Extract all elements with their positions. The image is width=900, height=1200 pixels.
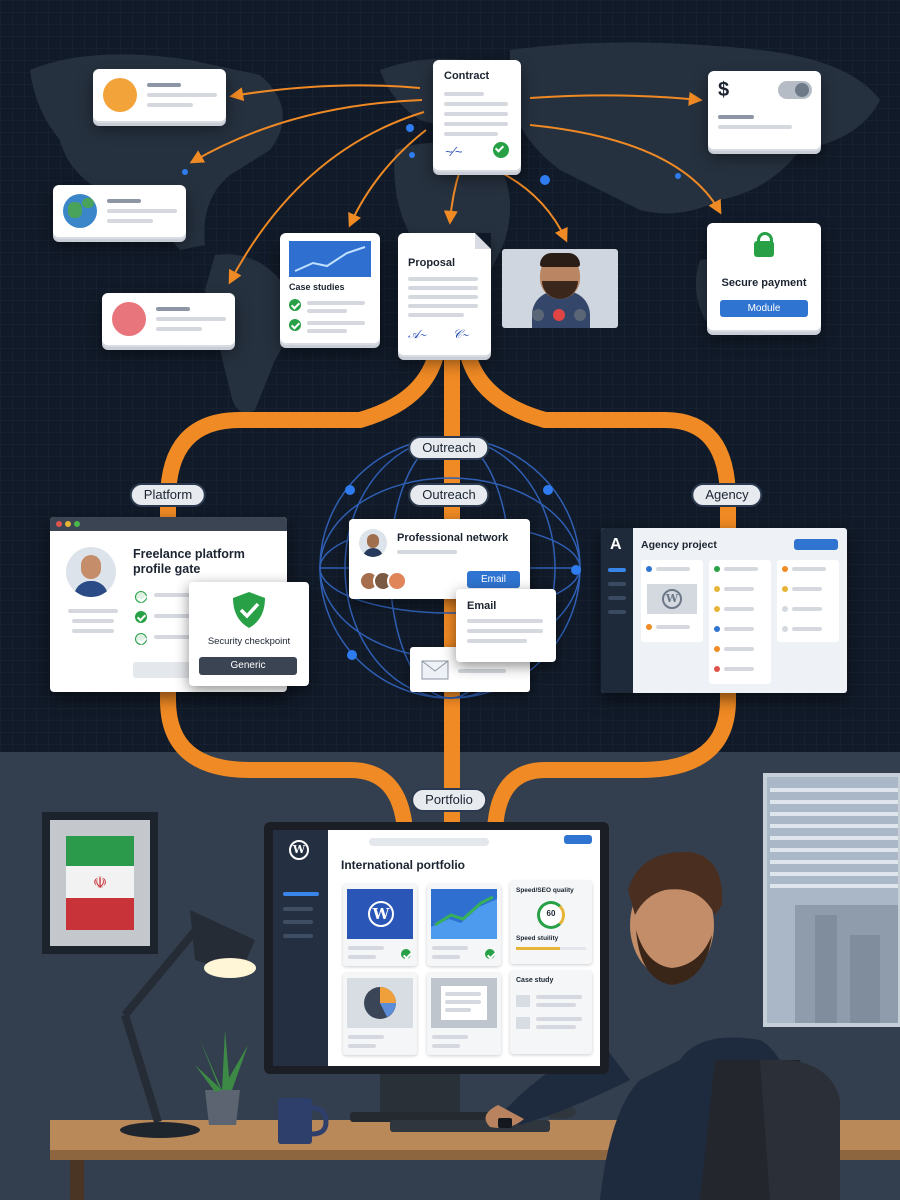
- check-icon: [493, 142, 509, 158]
- agency-logo: A: [610, 536, 622, 553]
- kanban-column: [777, 560, 839, 642]
- shield-check-icon: [233, 592, 265, 628]
- envelope-icon: [421, 660, 449, 680]
- secure-payment-title: Secure payment: [721, 277, 807, 289]
- security-checkpoint-card[interactable]: Security checkpoint Generic: [189, 582, 309, 686]
- platform-label: Platform: [129, 483, 207, 507]
- email-title: Email: [467, 600, 497, 612]
- person-at-desk: [485, 851, 840, 1200]
- signature-icon: 𝒜∼: [408, 327, 427, 341]
- potted-plant: [195, 1030, 248, 1125]
- agency-action-button[interactable]: [794, 539, 838, 550]
- agency-label: Agency: [691, 483, 763, 507]
- secure-payment-card[interactable]: Secure payment Module: [707, 223, 821, 330]
- desk-lamp: [120, 910, 256, 1138]
- email-button[interactable]: Email: [467, 571, 520, 588]
- module-button[interactable]: Module: [720, 300, 808, 317]
- svg-text:☫: ☫: [93, 873, 107, 892]
- coffee-mug: [278, 1098, 329, 1144]
- flag-frame: ☫: [42, 812, 158, 954]
- portfolio-label: Portfolio: [411, 788, 487, 812]
- case-study-label: Case study: [516, 977, 554, 984]
- lock-icon: [754, 232, 774, 257]
- profile-avatar-icon: [66, 547, 116, 597]
- speed-label: Speed stuility: [516, 935, 559, 942]
- check-icon: [135, 611, 147, 623]
- portfolio-title: International portfolio: [341, 858, 465, 872]
- outreach-label: Outreach: [408, 483, 490, 507]
- billing-card[interactable]: $: [708, 71, 821, 149]
- portfolio-screen[interactable]: W International portfolio W: [273, 830, 600, 1066]
- professional-network-title: Professional network: [397, 532, 509, 544]
- security-checkpoint-title: Security checkpoint: [207, 636, 291, 647]
- platform-profile-title: Freelance platform profile gate: [133, 547, 245, 576]
- proposal-document[interactable]: Proposal 𝒜∼ 𝒞∼: [398, 233, 491, 355]
- kanban-column: W: [641, 560, 703, 642]
- globe-icon: [63, 194, 97, 228]
- contract-title: Contract: [444, 70, 490, 82]
- case-study-widget[interactable]: Case study: [510, 971, 592, 1054]
- header-button[interactable]: [564, 835, 592, 844]
- score-gauge: [537, 901, 565, 929]
- check-icon: [289, 319, 301, 331]
- window: [763, 773, 900, 1027]
- wordpress-logo-icon: W: [289, 840, 309, 860]
- score-value: 60: [546, 909, 556, 918]
- check-icon: [401, 949, 411, 959]
- portfolio-tile-document[interactable]: [427, 973, 501, 1055]
- seo-quality-widget: Speed/SEO quality 60 Speed stuility: [510, 881, 592, 964]
- portfolio-tile-wordpress[interactable]: W: [343, 884, 417, 966]
- agency-project-window[interactable]: A Agency project W: [601, 528, 847, 693]
- portfolio-sidebar: W: [273, 830, 328, 1066]
- pie-chart-icon: [347, 978, 413, 1028]
- monitor: W International portfolio W: [264, 822, 609, 1074]
- end-call-icon[interactable]: [553, 309, 565, 321]
- portfolio-tile-pie[interactable]: [343, 973, 417, 1055]
- seo-quality-label: Speed/SEO quality: [516, 887, 574, 894]
- contract-document[interactable]: Contract ~∕~: [433, 60, 521, 170]
- avatar-icon: [112, 302, 146, 336]
- kanban-column: [709, 560, 771, 684]
- signature-icon: 𝒞∼: [453, 327, 469, 341]
- professional-network-card[interactable]: Professional network Email: [349, 519, 530, 599]
- agency-project-title: Agency project: [641, 539, 717, 551]
- avatar-icon: [103, 78, 137, 112]
- outreach-label-top: Outreach: [408, 436, 490, 460]
- signature-icon: ~∕~: [445, 144, 463, 159]
- check-icon: [485, 949, 495, 959]
- avatar-icon: [359, 529, 387, 557]
- video-call-window[interactable]: [502, 249, 618, 328]
- contact-card-3[interactable]: [102, 293, 235, 345]
- wordpress-icon: W: [368, 901, 394, 927]
- wordpress-thumbnail: W: [647, 584, 697, 614]
- case-studies-card[interactable]: Case studies: [280, 233, 380, 343]
- check-icon: [289, 299, 301, 311]
- mic-icon[interactable]: [532, 309, 544, 321]
- case-studies-title: Case studies: [289, 282, 345, 292]
- toggle-switch[interactable]: [778, 81, 812, 99]
- proposal-title: Proposal: [408, 257, 456, 269]
- email-card[interactable]: Email: [456, 589, 556, 662]
- growth-chart-icon: [431, 889, 497, 939]
- contact-card-1[interactable]: [93, 69, 226, 121]
- camera-icon[interactable]: [574, 309, 586, 321]
- agency-sidebar: A: [601, 528, 633, 693]
- dollar-icon: $: [718, 79, 730, 101]
- portfolio-tile-analytics[interactable]: [427, 884, 501, 966]
- chart-thumbnail: [289, 241, 371, 277]
- avatar-icon: [387, 571, 407, 591]
- generic-button[interactable]: Generic: [199, 657, 297, 675]
- contact-card-2[interactable]: [53, 185, 186, 237]
- search-bar[interactable]: [369, 838, 489, 846]
